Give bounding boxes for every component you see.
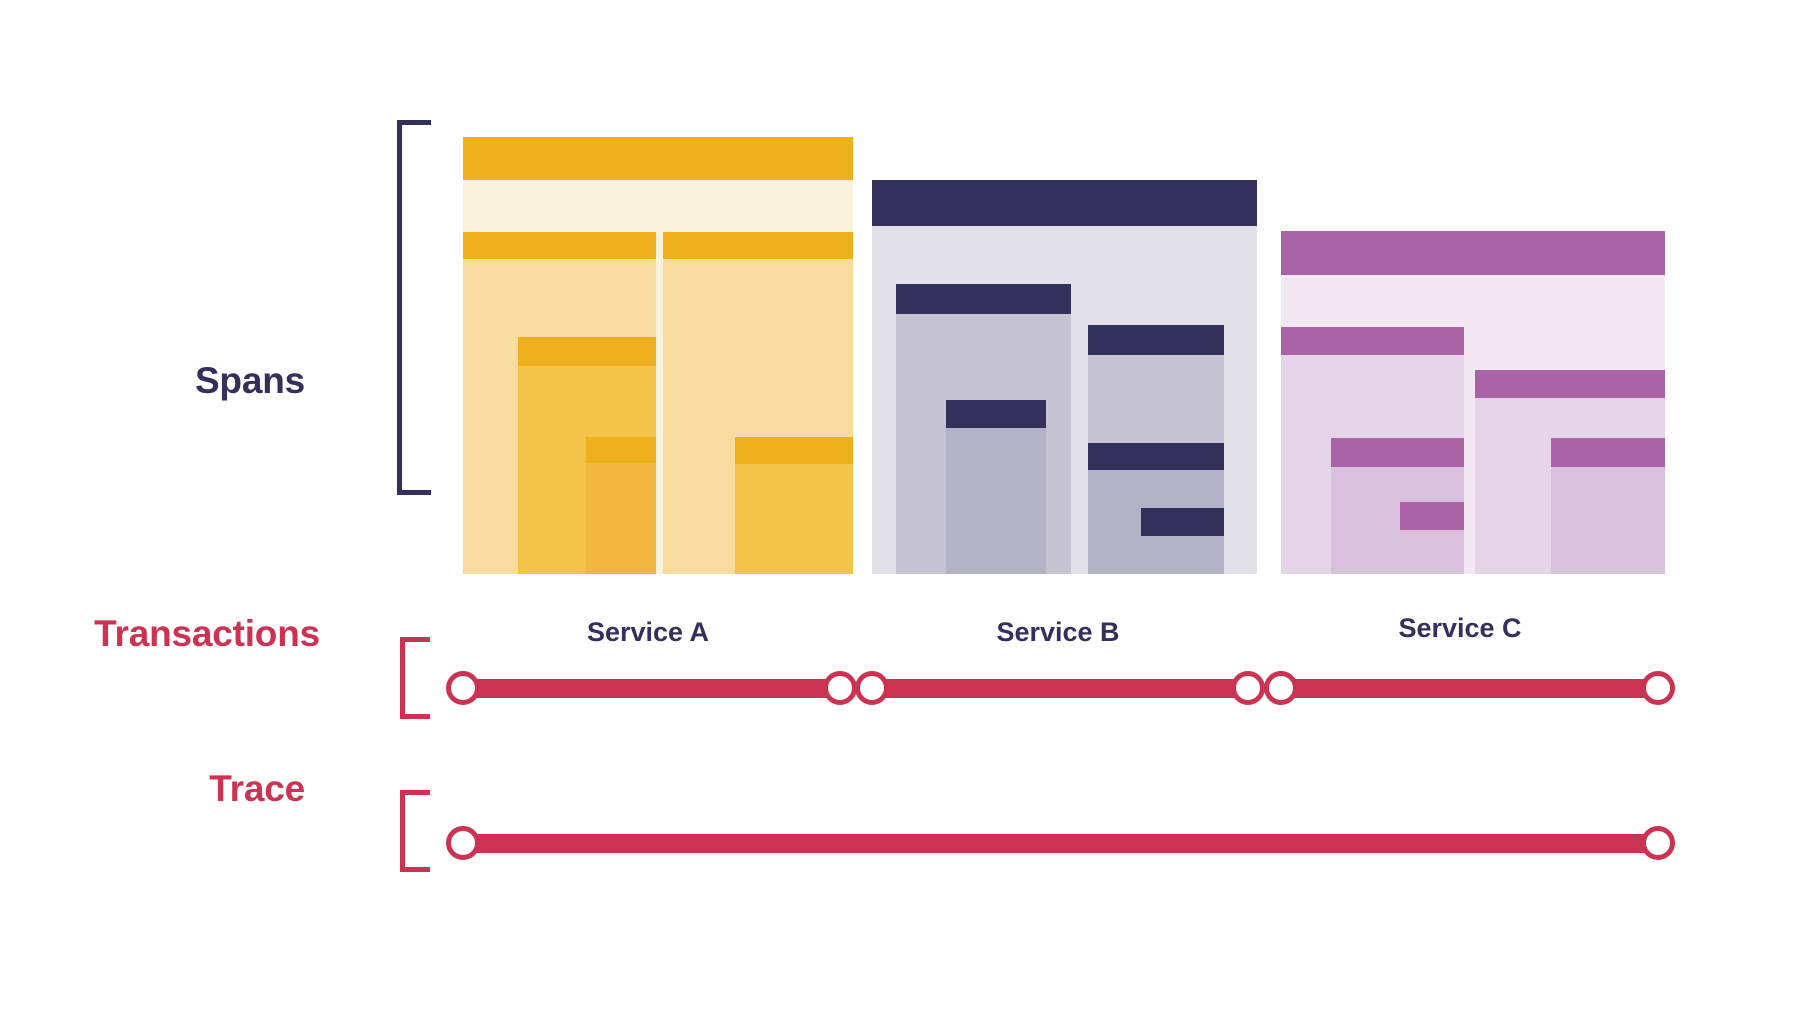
span-header-bar	[1088, 443, 1224, 470]
trace-row-label: Trace	[209, 768, 305, 809]
span-header-bar	[518, 337, 656, 366]
span-header-bar	[1475, 370, 1665, 398]
transaction-node	[1641, 671, 1675, 705]
transaction-segment	[463, 679, 840, 698]
span-header-bar	[896, 284, 1071, 314]
service-label-service-c: Service C	[1398, 613, 1522, 643]
trace-segment	[463, 834, 1658, 853]
transaction-node	[1264, 671, 1298, 705]
trace-node	[446, 826, 480, 860]
span-header-bar	[946, 400, 1046, 428]
spans-blocks-container	[463, 137, 1665, 574]
span-header-bar	[586, 437, 656, 463]
transactions-row-label: Transactions	[94, 613, 320, 654]
span-header-bar	[663, 232, 853, 259]
trace-bracket	[400, 790, 430, 872]
span-block	[1141, 508, 1224, 574]
service-label-service-b: Service B	[996, 617, 1120, 647]
span-header-bar	[1281, 327, 1464, 355]
span-header-bar	[1551, 438, 1665, 467]
span-header-bar	[735, 437, 853, 464]
span-block	[586, 437, 656, 574]
transaction-node	[855, 671, 889, 705]
span-header-bar	[1331, 438, 1464, 467]
span-block	[735, 437, 853, 574]
span-header-bar	[872, 180, 1257, 226]
span-header-bar	[463, 137, 853, 180]
service-label-service-a: Service A	[586, 617, 710, 647]
transaction-node	[823, 671, 857, 705]
span-header-bar	[1281, 231, 1665, 275]
transaction-node	[446, 671, 480, 705]
spans-row-label: Spans	[194, 360, 305, 401]
span-block	[946, 400, 1046, 574]
span-header-bar	[1400, 502, 1464, 530]
span-header-bar	[463, 232, 656, 259]
span-header-bar	[1088, 325, 1224, 355]
transaction-segment	[1281, 679, 1658, 698]
span-block	[1400, 502, 1464, 574]
transactions-bracket	[400, 637, 430, 719]
trace-node	[1641, 826, 1675, 860]
spans-bracket	[397, 120, 431, 495]
span-header-bar	[1141, 508, 1224, 536]
span-block	[1551, 438, 1665, 574]
transaction-segment	[872, 679, 1248, 698]
transaction-node	[1231, 671, 1265, 705]
